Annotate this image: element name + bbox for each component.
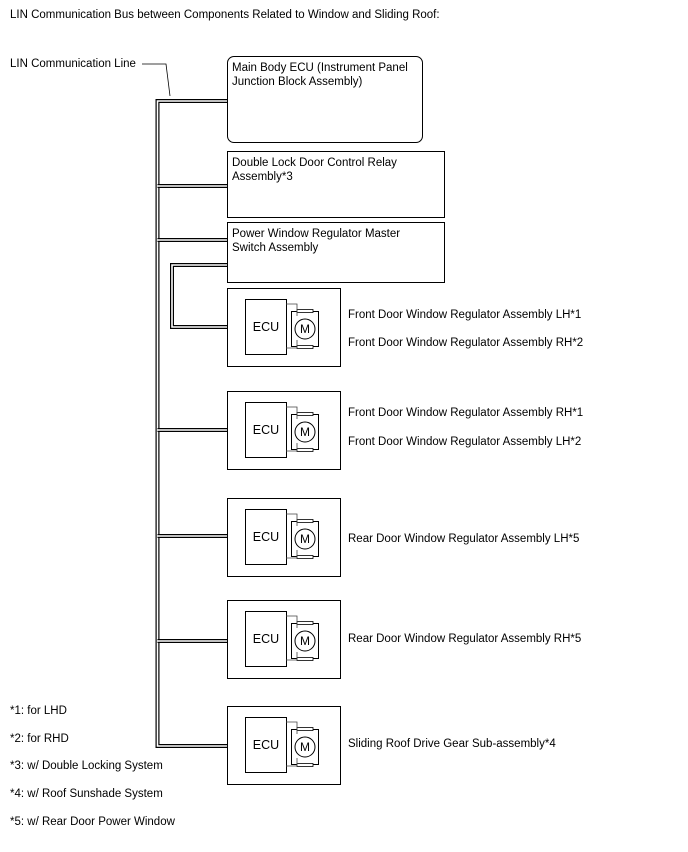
motor-label: M (300, 634, 310, 648)
ecu-box: ECU (245, 509, 287, 565)
ecu-label: ECU (252, 423, 280, 437)
motor-wires (286, 615, 298, 661)
motor-label: M (300, 425, 310, 439)
lin-sub-bus-master-to-front (170, 263, 228, 329)
bus-label-leader (142, 63, 171, 97)
note-5: *5: w/ Rear Door Power Window (10, 816, 175, 828)
regulator-label: Front Door Window Regulator Assembly RH*… (348, 407, 584, 419)
motor-icon: M (291, 621, 319, 661)
regulator-label: Rear Door Window Regulator Assembly LH*5 (348, 533, 580, 545)
double-lock-relay-label: Double Lock Door Control Relay Assembly*… (232, 157, 397, 183)
motor-label: M (300, 740, 310, 754)
master-switch-label: Power Window Regulator Master Switch Ass… (232, 228, 401, 254)
bus-label: LIN Communication Line (10, 58, 136, 70)
motor-icon: M (291, 309, 319, 349)
note-2: *2: for RHD (10, 733, 69, 745)
note-1: *1: for LHD (10, 705, 67, 717)
ecu-box: ECU (245, 717, 287, 773)
note-4: *4: w/ Roof Sunshade System (10, 788, 163, 800)
motor-icon: M (291, 727, 319, 767)
main-body-ecu-label: Main Body ECU (Instrument Panel Junction… (232, 62, 408, 88)
ecu-label: ECU (252, 738, 280, 752)
regulator-unit: ECU M (227, 706, 341, 785)
motor-wires (286, 406, 298, 452)
regulator-label: Rear Door Window Regulator Assembly RH*5 (348, 633, 582, 645)
regulator-unit: ECU M (227, 600, 341, 679)
motor-wires (286, 721, 298, 767)
lin-trunk (155, 99, 228, 748)
page-title: LIN Communication Bus between Components… (10, 9, 440, 21)
note-3: *3: w/ Double Locking System (10, 760, 163, 772)
ecu-box: ECU (245, 402, 287, 458)
regulator-label: Front Door Window Regulator Assembly LH*… (348, 309, 582, 321)
ecu-label: ECU (252, 632, 280, 646)
ecu-box: ECU (245, 611, 287, 667)
ecu-label: ECU (252, 320, 280, 334)
regulator-unit: ECU M (227, 498, 341, 577)
regulator-unit: ECU M (227, 288, 341, 367)
motor-icon: M (291, 519, 319, 559)
regulator-label: Front Door Window Regulator Assembly RH*… (348, 337, 584, 349)
regulator-unit: ECU M (227, 391, 341, 470)
master-switch-box: Power Window Regulator Master Switch Ass… (227, 222, 445, 283)
regulator-label: Front Door Window Regulator Assembly LH*… (348, 436, 582, 448)
double-lock-relay-box: Double Lock Door Control Relay Assembly*… (227, 151, 445, 218)
regulator-label: Sliding Roof Drive Gear Sub-assembly*4 (348, 738, 556, 750)
ecu-box: ECU (245, 299, 287, 355)
main-body-ecu-box: Main Body ECU (Instrument Panel Junction… (227, 56, 423, 143)
motor-wires (286, 513, 298, 559)
motor-wires (286, 303, 298, 349)
motor-label: M (300, 322, 310, 336)
ecu-label: ECU (252, 530, 280, 544)
motor-label: M (300, 532, 310, 546)
